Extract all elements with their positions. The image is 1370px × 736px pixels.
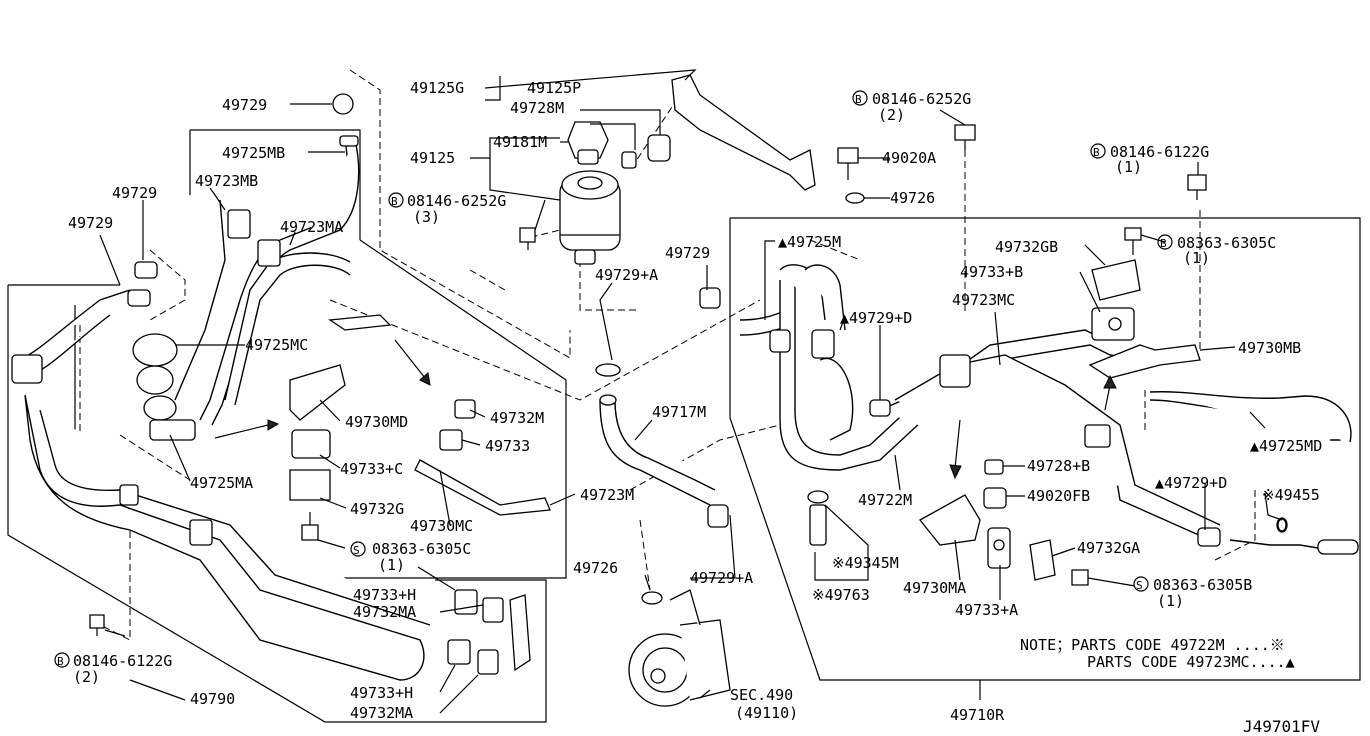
bolt-symbol-08146-6252G-top: B — [852, 90, 868, 106]
clamps — [127, 93, 1288, 675]
label-49723M: 49723M — [580, 486, 634, 504]
note-line-1: NOTE；PARTS CODE 49722M ....※ — [1020, 636, 1285, 654]
label-49725M: ▲49725M — [778, 233, 841, 251]
bolt-symbol-08146-6122G-left: B — [54, 652, 70, 668]
label-49728M: 49728M — [510, 99, 564, 117]
label-49729A-bottom: 49729+A — [690, 569, 753, 587]
svg-text:S: S — [353, 544, 360, 557]
label-49730MD: 49730MD — [345, 413, 408, 431]
label-49732MA-a: 49732MA — [353, 603, 416, 621]
reservoir-49125 — [559, 170, 621, 265]
label-49729-b: 49729 — [68, 214, 113, 232]
svg-text:B: B — [57, 655, 64, 668]
label-08146-6252G-top: 08146-6252G — [872, 90, 971, 108]
label-49110: (49110) — [735, 704, 798, 722]
label-08363-6305B: 08363-6305B — [1153, 576, 1252, 594]
label-49345M: ※49345M — [832, 554, 899, 572]
svg-text:S: S — [1136, 579, 1143, 592]
label-49729D-bottom: ▲49729+D — [1155, 474, 1227, 492]
pump-sec490 — [628, 589, 731, 707]
label-SEC490: SEC.490 — [730, 686, 793, 704]
arrows — [214, 339, 1117, 480]
label-49725MC: 49725MC — [245, 336, 308, 354]
label-49732GA: 49732GA — [1077, 539, 1140, 557]
label-49125: 49125 — [410, 149, 455, 167]
label-08146-6252G-top-qty: (2) — [878, 106, 905, 124]
screw-symbol-08363-6305C: S — [350, 541, 366, 557]
bolt-symbol-08363-6305C-right: B — [1157, 234, 1173, 250]
label-49723MB: 49723MB — [195, 172, 258, 190]
bolts — [89, 124, 1207, 636]
cap-49181M — [567, 121, 609, 165]
svg-text:B: B — [855, 93, 862, 106]
label-49733H-b: 49733+H — [350, 684, 413, 702]
label-49763: ※49763 — [812, 586, 870, 604]
label-49729-a: 49729 — [112, 184, 157, 202]
label-49723MA: 49723MA — [280, 218, 343, 236]
label-08146-6252G-left-qty: (3) — [413, 208, 440, 226]
label-49733C: 49733+C — [340, 460, 403, 478]
label-49181M: 49181M — [493, 133, 547, 151]
label-49730MC: 49730MC — [410, 517, 473, 535]
label-49125G: 49125G — [410, 79, 464, 97]
label-08363-6305C-right: 08363-6305C — [1177, 234, 1276, 252]
label-49728B: 49728+B — [1027, 457, 1090, 475]
label-08146-6252G-left: 08146-6252G — [407, 192, 506, 210]
label-49790: 49790 — [190, 690, 235, 708]
label-49725MA: 49725MA — [190, 474, 253, 492]
label-49733A: 49733+A — [955, 601, 1018, 619]
svg-text:B: B — [391, 195, 398, 208]
label-49726-bottom: 49726 — [573, 559, 618, 577]
label-49729D-top: ▲49729+D — [840, 309, 912, 327]
label-49725MD: ▲49725MD — [1250, 437, 1322, 455]
label-49729-c: 49729 — [665, 244, 710, 262]
svg-text:B: B — [1160, 237, 1167, 250]
label-49710R: 49710R — [950, 706, 1005, 724]
label-08146-6122G-right: 08146-6122G — [1110, 143, 1209, 161]
label-49723MC: 49723MC — [952, 291, 1015, 309]
callout-labels: 49729 49725MB 49723MB 49729 49729 49723M… — [54, 79, 1322, 736]
note-line-2: PARTS CODE 49723MC....▲ — [1087, 653, 1295, 671]
label-49717M: 49717M — [652, 403, 706, 421]
label-49732GB: 49732GB — [995, 238, 1058, 256]
diagram-code: J49701FV — [1243, 717, 1320, 736]
label-08146-6122G-left-qty: (2) — [73, 668, 100, 686]
label-49725MB: 49725MB — [222, 144, 285, 162]
label-49733H-a: 49733+H — [353, 586, 416, 604]
svg-text:B: B — [1093, 146, 1100, 159]
label-08363-6305C-right-qty: (1) — [1183, 249, 1210, 267]
label-08146-6122G-left: 08146-6122G — [73, 652, 172, 670]
leader-lines — [99, 69, 1283, 714]
label-49020A: 49020A — [882, 149, 936, 167]
components — [89, 74, 1288, 707]
label-49732G: 49732G — [350, 500, 404, 518]
label-08146-6122G-right-qty: (1) — [1115, 158, 1142, 176]
pipes — [11, 135, 1359, 681]
bolt-symbol-08146-6252G-left: B — [388, 192, 404, 208]
label-08363-6305B-qty: (1) — [1157, 592, 1184, 610]
label-49125P: 49125P — [527, 79, 581, 97]
label-49730MA: 49730MA — [903, 579, 966, 597]
label-49733B: 49733+B — [960, 263, 1023, 281]
label-49732MA-b: 49732MA — [350, 704, 413, 722]
label-08363-6305C-qty: (1) — [378, 556, 405, 574]
label-49726-top: 49726 — [890, 189, 935, 207]
label-49722M: 49722M — [858, 491, 912, 509]
label-49732M: 49732M — [490, 409, 544, 427]
label-49729-top: 49729 — [222, 96, 267, 114]
label-49729A-top: 49729+A — [595, 266, 658, 284]
bolt-symbol-08146-6122G-right: B — [1090, 143, 1106, 159]
label-49730MB: 49730MB — [1238, 339, 1301, 357]
label-49020FB: 49020FB — [1027, 487, 1090, 505]
label-49455: ※49455 — [1262, 486, 1320, 504]
label-49733: 49733 — [485, 437, 530, 455]
screw-symbol-08363-6305B: S — [1133, 576, 1149, 592]
label-08363-6305C: 08363-6305C — [372, 540, 471, 558]
